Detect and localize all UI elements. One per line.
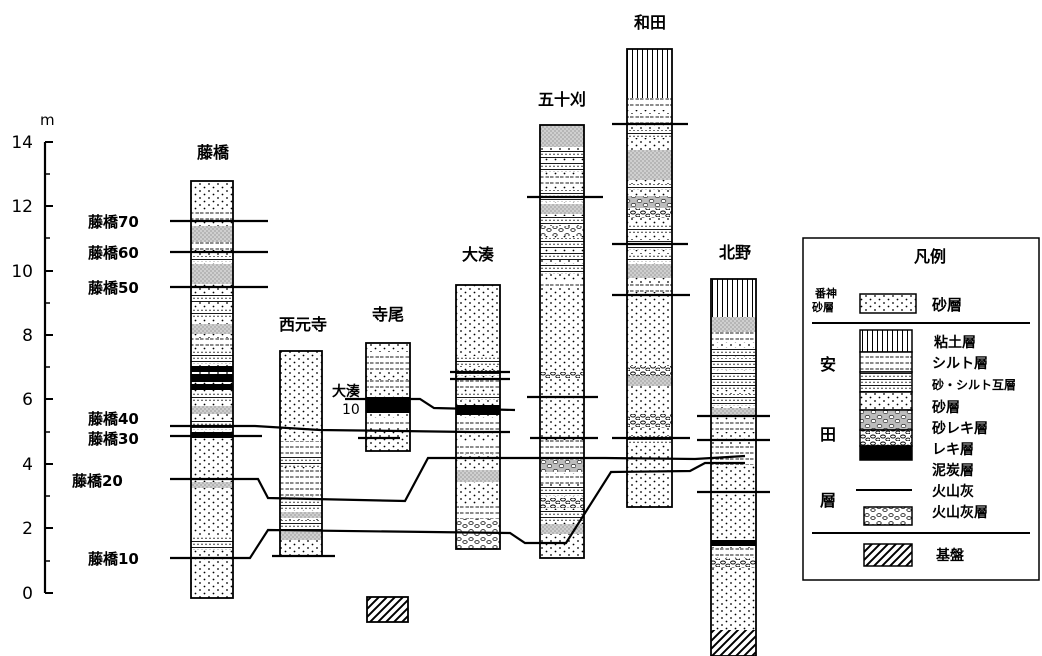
column-title-terao: 寺尾 <box>372 305 404 324</box>
horizon-label-fujihashi-50: 藤橋50 <box>88 279 139 297</box>
legend-item-silt: シルト層 <box>932 356 988 372</box>
column-title-kitano: 北野 <box>719 243 751 262</box>
legend-item-banjin-sand: 砂層 <box>932 296 962 314</box>
terao-basement-box <box>367 597 408 622</box>
column-kitano <box>711 279 756 656</box>
axis-tick-label: 2 <box>22 519 33 539</box>
column-ominato <box>456 285 500 549</box>
legend-frame <box>803 238 1039 580</box>
legend-ata-label: 安 <box>820 355 836 374</box>
legend-swatch-sand-silt <box>860 372 912 392</box>
legend-swatch-basement <box>864 544 912 566</box>
axis-tick-label: 10 <box>11 262 33 282</box>
legend-item-ash: 火山灰 <box>932 483 974 500</box>
legend: 凡例 番神 砂層 砂層 安 田 層 粘土層 シルト層 砂・シルト互層 砂層 砂レ… <box>803 238 1039 580</box>
legend-item-basement: 基盤 <box>936 547 965 564</box>
depth-axis: m 0 2 4 6 8 10 12 14 <box>11 111 54 604</box>
legend-swatch-banjin-sand <box>860 294 916 313</box>
legend-item-gravel: レキ層 <box>932 442 974 458</box>
legend-swatch-peat <box>860 446 912 460</box>
horizon-label-fujihashi-40: 藤橋40 <box>88 410 139 428</box>
horizon-label-fujihashi-70: 藤橋70 <box>88 213 139 231</box>
legend-ata-label: 層 <box>820 491 836 510</box>
column-title-wada: 和田 <box>634 13 666 32</box>
axis-tick-label: 14 <box>11 133 33 153</box>
legend-swatch-ata-sand <box>860 392 912 410</box>
legend-swatch-sand-gravel <box>860 410 912 430</box>
column-nishimotoji <box>280 351 322 556</box>
legend-banjin-label: 砂層 <box>812 300 834 314</box>
legend-item-sand-gravel: 砂レキ層 <box>931 420 988 437</box>
legend-item-sand: 砂層 <box>931 399 960 416</box>
horizon-label-fujihashi-20: 藤橋20 <box>72 472 123 490</box>
column-terao <box>366 343 410 451</box>
axis-unit: m <box>40 111 55 129</box>
horizon-label-fujihashi-10: 藤橋10 <box>88 550 139 568</box>
axis-tick-label: 0 <box>22 584 33 604</box>
horizon-label-fujihashi-30: 藤橋30 <box>88 430 139 448</box>
column-ikari <box>540 125 584 558</box>
column-title-fujihashi: 藤橋 <box>197 143 230 162</box>
legend-item-peat: 泥炭層 <box>932 462 974 479</box>
legend-ata-label: 田 <box>820 425 836 444</box>
legend-banjin-label: 番神 <box>814 286 837 300</box>
legend-swatch-gravel <box>860 430 912 446</box>
legend-swatch-silt <box>860 352 912 372</box>
column-title-ominato: 大湊 <box>462 245 495 264</box>
axis-tick-label: 4 <box>22 455 33 475</box>
column-title-ikari: 五十刈 <box>538 90 586 109</box>
horizon-label-ominato-10-number: 10 <box>342 402 360 418</box>
legend-item-sand-silt: 砂・シルト互層 <box>931 377 1016 392</box>
column-title-nishimotoji: 西元寺 <box>279 315 327 334</box>
horizon-label-fujihashi-60: 藤橋60 <box>88 244 139 262</box>
axis-tick-label: 12 <box>11 197 33 217</box>
legend-item-ash-layer: 火山灰層 <box>932 504 988 521</box>
column-fujihashi <box>191 181 233 598</box>
legend-swatch-clay <box>860 330 912 352</box>
axis-tick-label: 8 <box>22 326 33 346</box>
legend-title: 凡例 <box>914 247 946 266</box>
axis-tick-label: 6 <box>22 390 33 410</box>
legend-swatch-ash-layer <box>864 507 912 525</box>
legend-item-clay: 粘土層 <box>934 334 976 351</box>
horizon-label-ominato-10-name: 大湊 <box>332 383 360 400</box>
